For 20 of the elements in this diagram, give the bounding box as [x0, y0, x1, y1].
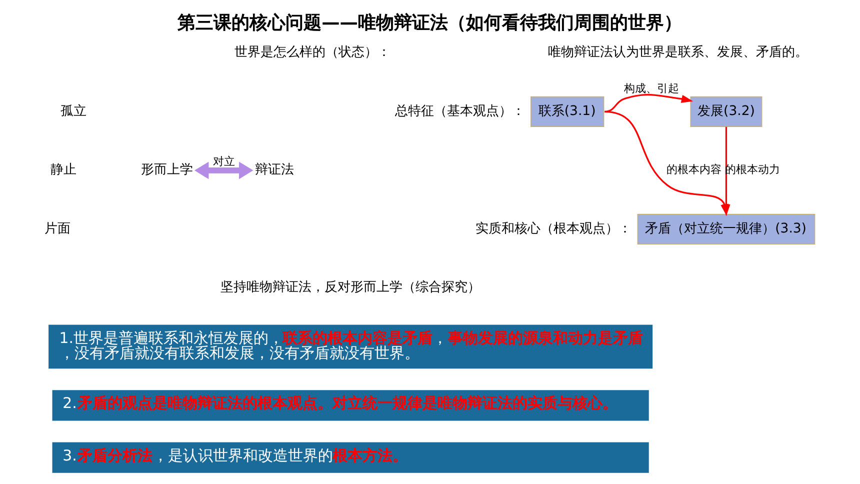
- edge-label: 构成、引起: [624, 82, 680, 96]
- label: 3.矛盾分析法，是认识世界和改造世界的根本方法。: [62, 446, 408, 464]
- label: 2.矛盾的观点是唯物辩证法的根本观点。对立统一规律是唯物辩证法的实质与核心。: [62, 394, 618, 412]
- edge-label: 的根本内容: [666, 163, 722, 176]
- node-text: 形而上学: [140, 162, 193, 178]
- label: 片面: [44, 221, 71, 236]
- label: 世界是怎么样的（状态）：: [234, 45, 391, 60]
- node-box: 发展(3.2): [690, 96, 762, 127]
- label: 静止: [50, 162, 76, 178]
- arrow: [194, 162, 254, 180]
- node-text: 辩证法: [254, 162, 294, 178]
- edge-label: 对立: [212, 154, 235, 168]
- label: 坚持唯物辩证法，反对形而上学（综合探究）: [220, 280, 481, 296]
- label: 1.世界是普遍联系和永恒发展的，联系的根本内容是矛盾，事物发展的源泉和动力是矛盾，没有矛盾就没有联系和发展，没有矛盾就没有世界。: [59, 328, 644, 362]
- node-label: 实质和核心（根本观点）：: [476, 221, 632, 236]
- label: 唯物辩证法认为世界是联系、发展、矛盾的。: [548, 45, 808, 60]
- diagram-title: 第三课的核心问题——唯物辩证法（如何看待我们周围的世界）: [178, 12, 682, 34]
- label: 孤立: [60, 104, 86, 119]
- node-label: 总特征（基本观点）：: [395, 104, 526, 119]
- arrow: [604, 94, 694, 112]
